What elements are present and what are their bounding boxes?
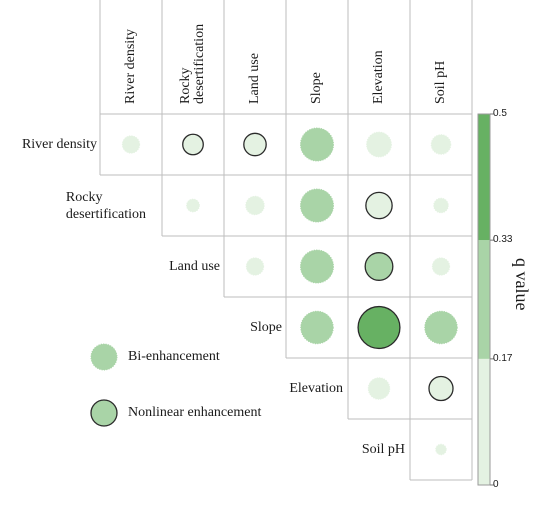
col-label-line: Elevation xyxy=(371,50,386,104)
col-label-line: Soil pH xyxy=(433,60,448,104)
row-label-soil-ph: Soil pH xyxy=(362,441,405,458)
cell-river-density-land-use xyxy=(243,132,267,157)
row-label-slope: Slope xyxy=(250,319,282,336)
col-label-line: Rocky xyxy=(178,67,193,104)
cell-river-density-slope xyxy=(300,127,334,162)
cell-river-density-soil-ph xyxy=(430,134,452,155)
cell-river-density-rocky-desertification xyxy=(182,133,204,156)
row-label-line: desertification xyxy=(65,206,146,222)
col-label-line: desertification xyxy=(192,23,207,104)
col-label-line: Land use xyxy=(247,53,262,104)
legend-marker-nonlinear-enhancement xyxy=(90,399,118,427)
col-label-slope: Slope xyxy=(309,72,324,104)
col-label-elevation: Elevation xyxy=(371,50,386,104)
col-label-land-use: Land use xyxy=(247,53,262,104)
cell-land-use-land-use xyxy=(245,257,265,276)
cell-slope-soil-ph xyxy=(424,310,458,345)
legend-marker-bi-enhancement xyxy=(90,343,118,371)
cell-river-density-elevation xyxy=(366,131,392,158)
legend-label-nonlinear-enhancement: Nonlinear enhancement xyxy=(128,405,262,420)
cell-land-use-elevation xyxy=(364,252,394,281)
cell-elevation-soil-ph xyxy=(428,375,454,402)
cell-rocky-desertification-elevation xyxy=(365,191,393,220)
cell-rocky-desertification-land-use xyxy=(245,195,265,216)
cell-rocky-desertification-rocky-desertification xyxy=(186,198,200,213)
col-label-soil-ph: Soil pH xyxy=(433,60,448,104)
colorbar-tick-label: 0.5 xyxy=(493,108,507,119)
colorbar-frame xyxy=(477,113,491,486)
row-label-line: River density xyxy=(21,137,97,152)
colorbar-tick-label: 0 xyxy=(493,479,499,490)
colorbar-segment xyxy=(478,358,490,485)
cell-river-density-river-density xyxy=(121,135,141,154)
col-label-river-density: River density xyxy=(123,28,138,104)
cell-elevation-elevation xyxy=(367,377,391,400)
colorbar-tick-label: 0.33 xyxy=(493,234,513,246)
cell-land-use-slope xyxy=(300,249,334,284)
colorbar-tick-label: 0.17 xyxy=(493,352,513,364)
row-label-line: Elevation xyxy=(289,381,343,396)
cell-slope-elevation xyxy=(357,305,401,350)
row-label-line: Soil pH xyxy=(361,442,405,457)
colorbar-segment xyxy=(478,114,490,241)
cell-rocky-desertification-soil-ph xyxy=(433,197,449,214)
legend-label-bi-enhancement: Bi-enhancement xyxy=(128,349,220,364)
row-label-line: Slope xyxy=(250,320,282,335)
cell-soil-ph-soil-ph xyxy=(435,443,447,456)
row-label-line: Rocky xyxy=(65,189,103,205)
colorbar-title: q value xyxy=(512,258,532,311)
cell-rocky-desertification-slope xyxy=(300,188,334,223)
col-label-line: Slope xyxy=(309,72,324,104)
row-label-elevation: Elevation xyxy=(289,380,343,397)
row-label-land-use: Land use xyxy=(169,258,220,275)
cell-slope-slope xyxy=(300,310,334,345)
colorbar-segment xyxy=(478,240,490,359)
col-label-line: River density xyxy=(123,28,138,104)
row-label-river-density: River density xyxy=(22,136,97,153)
row-label-line: Land use xyxy=(169,259,220,274)
cell-land-use-soil-ph xyxy=(431,257,451,276)
